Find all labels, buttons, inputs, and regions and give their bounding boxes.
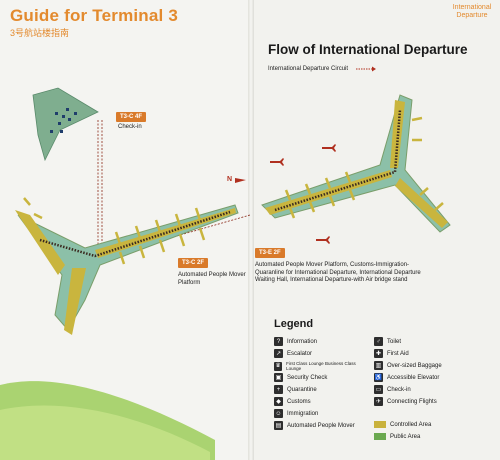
right-page bbox=[250, 0, 500, 460]
corner-tag: International Departure bbox=[452, 4, 492, 19]
legend-item-oversized-baggage: ▥Over-sized Baggage bbox=[374, 361, 442, 370]
airplane-icon bbox=[322, 144, 336, 152]
legend-item-people-mover: ▤Automated People Mover bbox=[274, 421, 355, 430]
t3e-gate-stubs bbox=[284, 116, 444, 219]
t3c-4f-label: Check-in bbox=[118, 124, 142, 130]
compass-arrow-icon bbox=[235, 178, 246, 183]
legend-item-quarantine: +Quarantine bbox=[274, 385, 317, 394]
t3c-dark-route bbox=[39, 210, 231, 258]
legend-item-toilet: ♂Toilet bbox=[374, 337, 401, 346]
page-fold bbox=[248, 0, 254, 460]
airplane-icon bbox=[270, 158, 284, 166]
guide-subtitle: 3号航站楼指南 bbox=[10, 28, 70, 38]
immigration-icon: ☺ bbox=[274, 409, 283, 418]
legend-item-immigration: ☺Immigration bbox=[274, 409, 319, 418]
t3c-4f-inset-terminal bbox=[32, 87, 99, 162]
connecting-flights-icon: ✈ bbox=[374, 397, 383, 406]
t3c-wing-west bbox=[15, 210, 65, 275]
t3c-gate-stubs bbox=[23, 197, 206, 265]
compass-north-label: N bbox=[227, 176, 233, 183]
controlled-area-swatch bbox=[374, 421, 386, 428]
arrow-right-icon bbox=[372, 66, 376, 72]
page-title: Flow of International Departure bbox=[268, 42, 468, 57]
t3e-2f-label: Automated People Mover Platform, Customs… bbox=[255, 262, 421, 283]
lounge-icon: ♛ bbox=[274, 361, 283, 371]
security-check-icon: ▣ bbox=[274, 373, 283, 382]
legend-item-customs: ◆Customs bbox=[274, 397, 311, 406]
guide-title: Guide for Terminal 3 bbox=[10, 6, 179, 25]
decorative-green-swoosh-light bbox=[0, 405, 210, 460]
t3c-wing-south bbox=[64, 268, 86, 335]
legend-item-public-area: Public Area bbox=[374, 433, 420, 440]
toilet-icon: ♂ bbox=[374, 337, 383, 346]
accessible-elevator-icon: ♿ bbox=[374, 373, 383, 382]
oversized-baggage-icon: ▥ bbox=[374, 361, 383, 370]
t3c-2f-tag: T3-C 2F bbox=[178, 258, 209, 268]
legend-item-security-check: ▣Security Check bbox=[274, 373, 328, 382]
people-mover-icon: ▤ bbox=[274, 421, 283, 430]
t3e-concourse bbox=[265, 170, 392, 215]
t3e-wing-north bbox=[390, 100, 405, 168]
legend-item-connecting-flights: ✈Connecting Flights bbox=[374, 397, 437, 406]
quarantine-icon: + bbox=[274, 385, 283, 394]
legend-item-first-aid: ✚First Aid bbox=[374, 349, 409, 358]
airplane-icon bbox=[316, 236, 330, 244]
public-area-swatch bbox=[374, 433, 386, 440]
info-icon: ? bbox=[274, 337, 283, 346]
check-in-icon: ▭ bbox=[374, 385, 383, 394]
circuit-legend-label: International Departure Circuit bbox=[268, 66, 349, 72]
first-aid-icon: ✚ bbox=[374, 349, 383, 358]
legend-item-lounge: ♛First Class Lounge Business Class Loung… bbox=[274, 361, 356, 371]
legend-item-information: ?Information bbox=[274, 337, 317, 346]
legend-title: Legend bbox=[274, 318, 314, 330]
t3e-2f-tag: T3-E 2F bbox=[255, 248, 285, 258]
escalator-icon: ↗ bbox=[274, 349, 283, 358]
t3e-wing-east bbox=[395, 178, 448, 228]
customs-icon: ◆ bbox=[274, 397, 283, 406]
legend-item-check-in: ▭Check-in bbox=[374, 385, 411, 394]
t3c-4f-tag: T3-C 4F bbox=[116, 112, 147, 122]
t3c-2f-label: Automated People Mover Platform bbox=[178, 272, 246, 286]
legend-item-accessible-elevator: ♿Accessible Elevator bbox=[374, 373, 440, 382]
legend-item-controlled-area: Controlled Area bbox=[374, 421, 431, 428]
t3c-4f-checkin-markers bbox=[50, 108, 77, 133]
legend-item-escalator: ↗Escalator bbox=[274, 349, 313, 358]
